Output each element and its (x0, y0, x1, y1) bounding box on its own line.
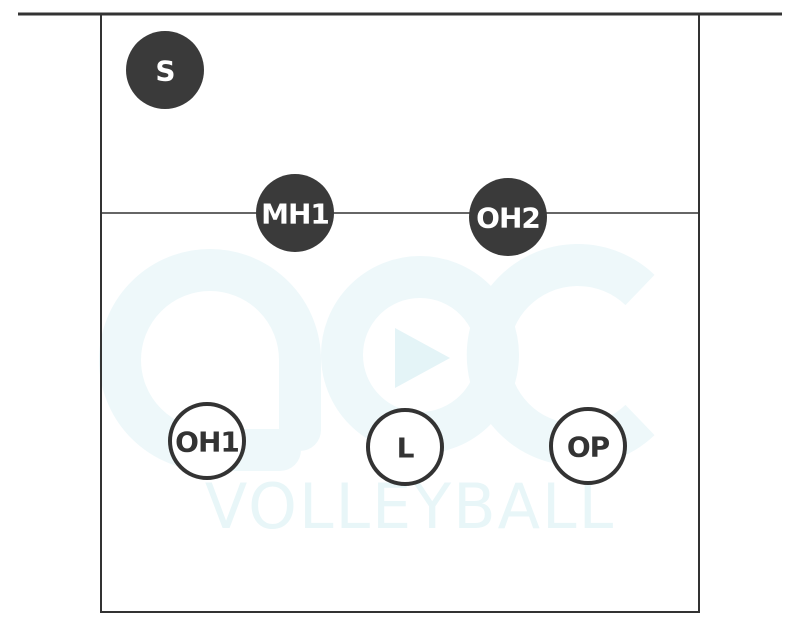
player-mh1-marker (256, 174, 334, 252)
watermark-play-icon (395, 328, 450, 388)
player-op-label: OP (567, 431, 610, 464)
player-oh2-label: OH2 (476, 202, 540, 235)
player-l[interactable]: L (366, 408, 444, 486)
player-l-label: L (397, 432, 415, 465)
player-s[interactable]: S (126, 31, 204, 109)
player-oh1-marker (168, 402, 246, 480)
court-boundary (100, 14, 700, 613)
player-s-label: S (155, 55, 174, 88)
player-oh2-marker (469, 178, 547, 256)
player-l-marker (366, 408, 444, 486)
player-oh1-label: OH1 (175, 426, 239, 459)
player-op-marker (549, 407, 627, 485)
player-oh2[interactable]: OH2 (469, 178, 547, 256)
player-mh1[interactable]: MH1 (256, 174, 334, 252)
player-oh1[interactable]: OH1 (168, 402, 246, 480)
player-mh1-label: MH1 (261, 198, 329, 231)
player-s-marker (126, 31, 204, 109)
player-op[interactable]: OP (549, 407, 627, 485)
watermark-logo-shape-left (99, 249, 321, 471)
